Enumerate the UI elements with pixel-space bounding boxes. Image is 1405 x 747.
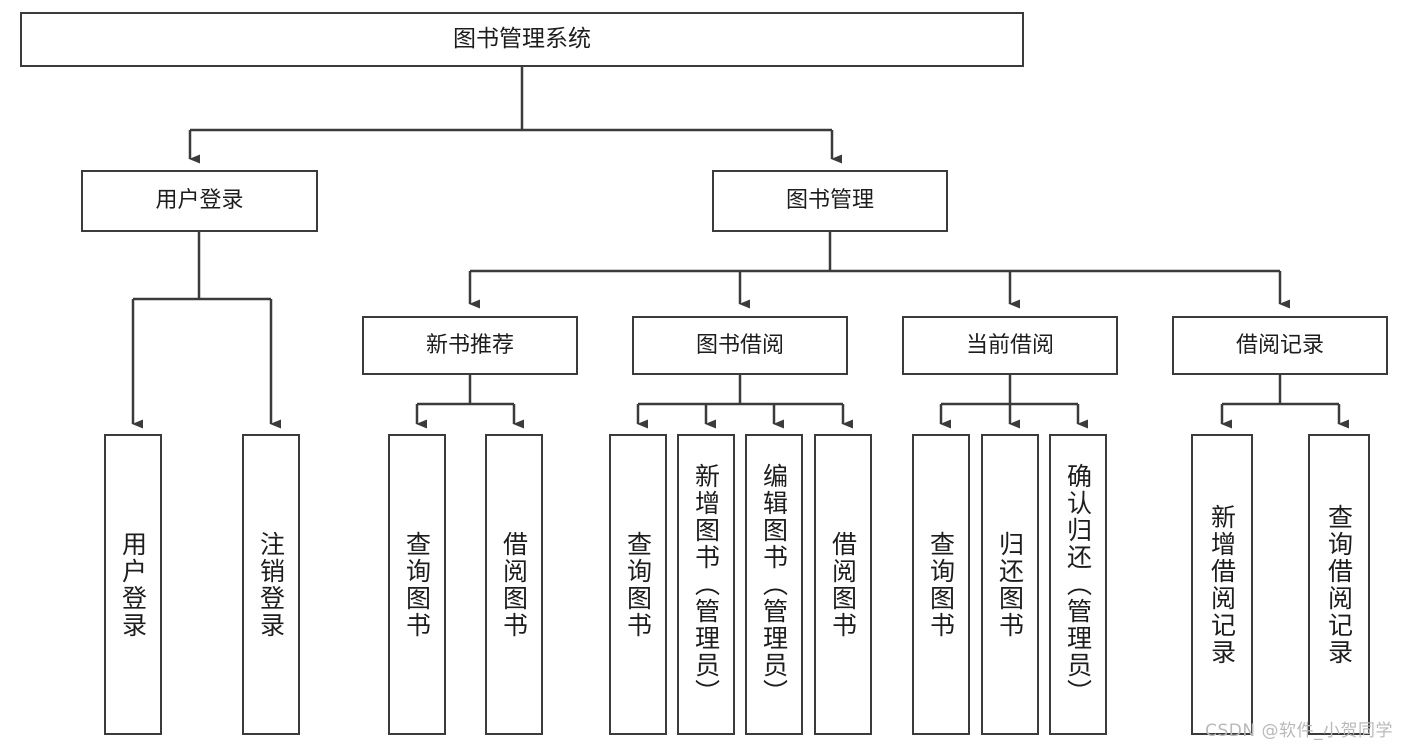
- leaf-add-borrow-record[interactable]: 新增借阅记录: [1191, 434, 1253, 735]
- leaf-borrow-book-recommend[interactable]: 借阅图书: [485, 434, 543, 735]
- node-book-management-system[interactable]: 图书管理系统: [20, 12, 1024, 67]
- node-label: 图书管理系统: [453, 25, 591, 52]
- leaf-logout-login[interactable]: 注销登录: [242, 434, 300, 735]
- leaf-query-borrow-record[interactable]: 查询借阅记录: [1308, 434, 1370, 735]
- node-book-borrow[interactable]: 图书借阅: [632, 316, 848, 375]
- leaf-label: 查询图书: [926, 530, 956, 639]
- node-label: 借阅记录: [1235, 332, 1324, 358]
- node-current-borrow[interactable]: 当前借阅: [902, 316, 1118, 375]
- leaf-label: 归还图书: [995, 530, 1025, 639]
- leaf-label: 确认归还（管理员）: [1063, 463, 1093, 706]
- leaf-label: 编辑图书（管理员）: [759, 463, 789, 706]
- leaf-add-book-admin[interactable]: 新增图书（管理员）: [677, 434, 735, 735]
- leaf-label: 新增借阅记录: [1207, 503, 1237, 666]
- node-label: 图书借阅: [695, 332, 784, 358]
- node-label: 当前借阅: [965, 332, 1054, 358]
- node-label: 新书推荐: [425, 332, 514, 358]
- leaf-label: 查询图书: [402, 530, 432, 639]
- node-label: 用户登录: [155, 188, 244, 214]
- node-user-login[interactable]: 用户登录: [81, 170, 318, 232]
- node-book-management[interactable]: 图书管理: [712, 170, 948, 232]
- node-new-book-recommend[interactable]: 新书推荐: [362, 316, 578, 375]
- leaf-user-login[interactable]: 用户登录: [104, 434, 162, 735]
- node-label: 图书管理: [785, 188, 874, 214]
- leaf-label: 查询图书: [623, 530, 653, 639]
- leaf-query-book-current[interactable]: 查询图书: [912, 434, 970, 735]
- leaf-label: 借阅图书: [499, 530, 529, 639]
- leaf-label: 用户登录: [118, 530, 148, 639]
- leaf-query-book-borrow[interactable]: 查询图书: [609, 434, 667, 735]
- leaf-label: 新增图书（管理员）: [691, 463, 721, 706]
- csdn-watermark: CSDN @软件_小贺同学: [1205, 721, 1393, 741]
- leaf-label: 借阅图书: [828, 530, 858, 639]
- leaf-label: 注销登录: [256, 530, 286, 639]
- leaf-borrow-book[interactable]: 借阅图书: [814, 434, 872, 735]
- leaf-confirm-return-admin[interactable]: 确认归还（管理员）: [1049, 434, 1107, 735]
- leaf-return-book[interactable]: 归还图书: [981, 434, 1039, 735]
- leaf-label: 查询借阅记录: [1324, 503, 1354, 666]
- leaf-query-book-recommend[interactable]: 查询图书: [388, 434, 446, 735]
- node-borrow-record[interactable]: 借阅记录: [1172, 316, 1388, 375]
- leaf-edit-book-admin[interactable]: 编辑图书（管理员）: [745, 434, 803, 735]
